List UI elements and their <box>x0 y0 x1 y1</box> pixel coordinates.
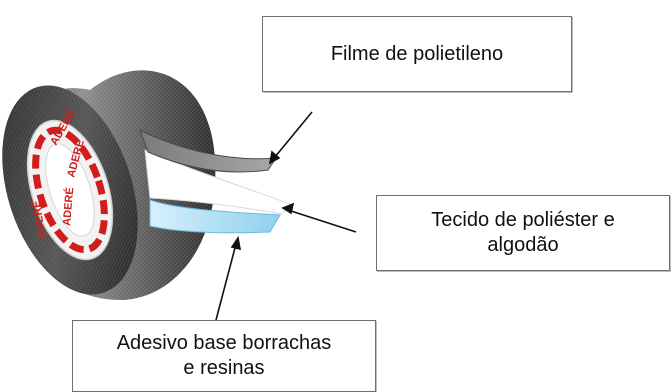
callout-film-label: Filme de polietileno <box>330 42 504 65</box>
svg-text:ADERÉ: ADERÉ <box>60 187 76 227</box>
callout-adhesive-label: Adesivo base borrachas e resinas <box>116 332 332 379</box>
polyethylene-film-layer <box>139 128 277 173</box>
arrow-adhesive <box>215 243 237 321</box>
callout-fabric: Tecido de poliéster e algodão <box>376 195 670 271</box>
callout-adhesive: Adesivo base borrachas e resinas <box>72 320 376 392</box>
adhesive-layer <box>149 199 281 234</box>
callout-fabric-label: Tecido de poliéster e algodão <box>431 209 615 256</box>
arrow-fabric <box>287 209 357 233</box>
callout-polyethylene-film: Filme de polietileno <box>262 16 572 92</box>
arrow-film <box>269 111 313 164</box>
